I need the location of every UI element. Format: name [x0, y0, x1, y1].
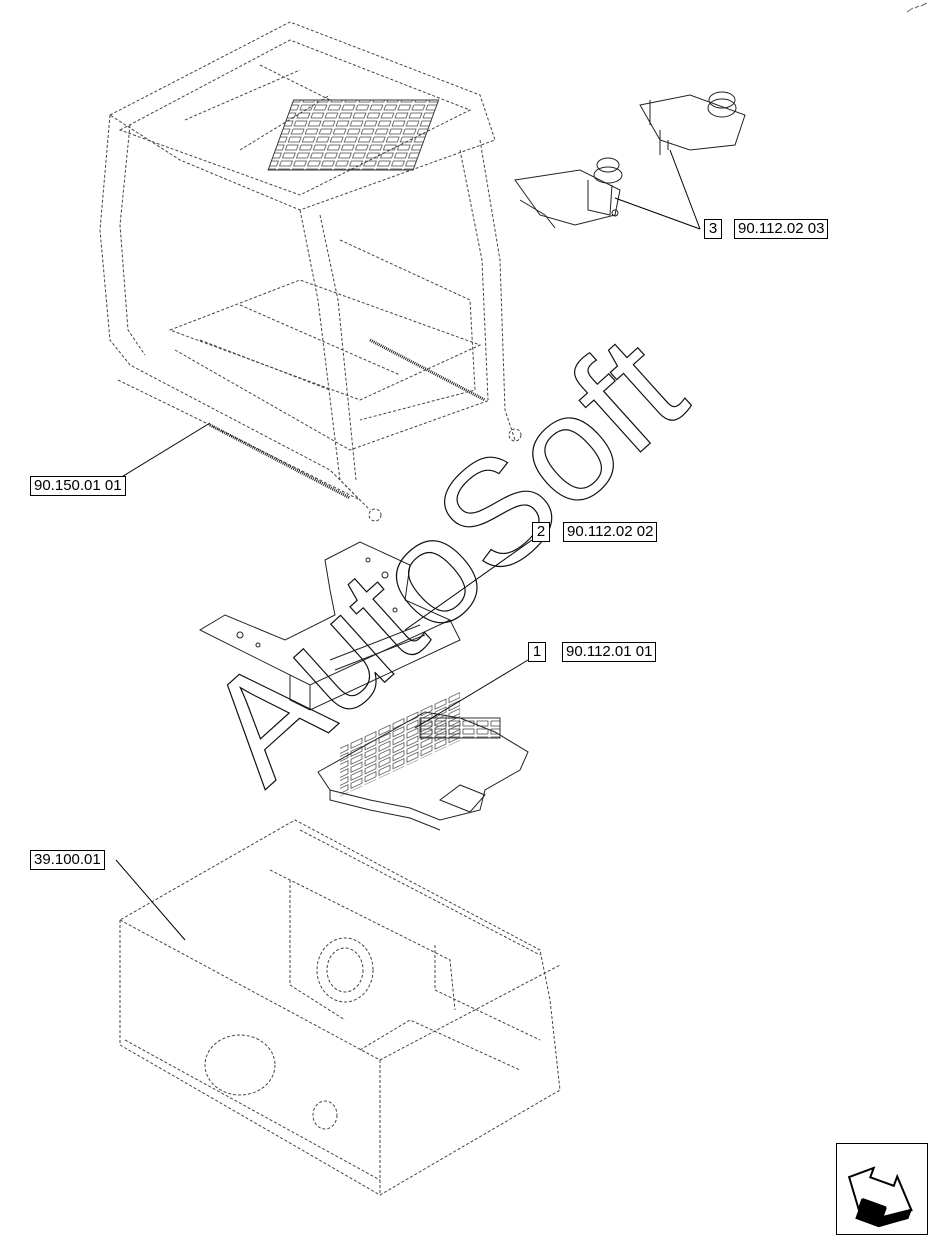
callout-cab-reference[interactable]: 90.150.01 01: [30, 476, 126, 496]
next-page-arrow-icon: [847, 1166, 913, 1228]
corner-mark-icon: [906, 2, 928, 13]
next-page-button[interactable]: [836, 1143, 928, 1235]
callout-item-1-number[interactable]: 1: [528, 642, 546, 662]
leader-lines: [115, 149, 701, 941]
cab-assembly: [99, 21, 522, 522]
callout-item-1-reference[interactable]: 90.112.01 01: [562, 642, 657, 662]
main-frame: [119, 819, 561, 1196]
control-valves: [514, 91, 746, 229]
callout-item-2-number[interactable]: 2: [532, 522, 550, 542]
callout-item-3-reference[interactable]: 90.112.02 03: [734, 219, 829, 239]
floor-mat: [317, 690, 529, 831]
callout-item-3-number[interactable]: 3: [704, 219, 722, 239]
callout-frame-reference[interactable]: 39.100.01: [30, 850, 105, 870]
mounting-plate: [198, 541, 461, 711]
callout-item-2-reference[interactable]: 90.112.02 02: [563, 522, 658, 542]
